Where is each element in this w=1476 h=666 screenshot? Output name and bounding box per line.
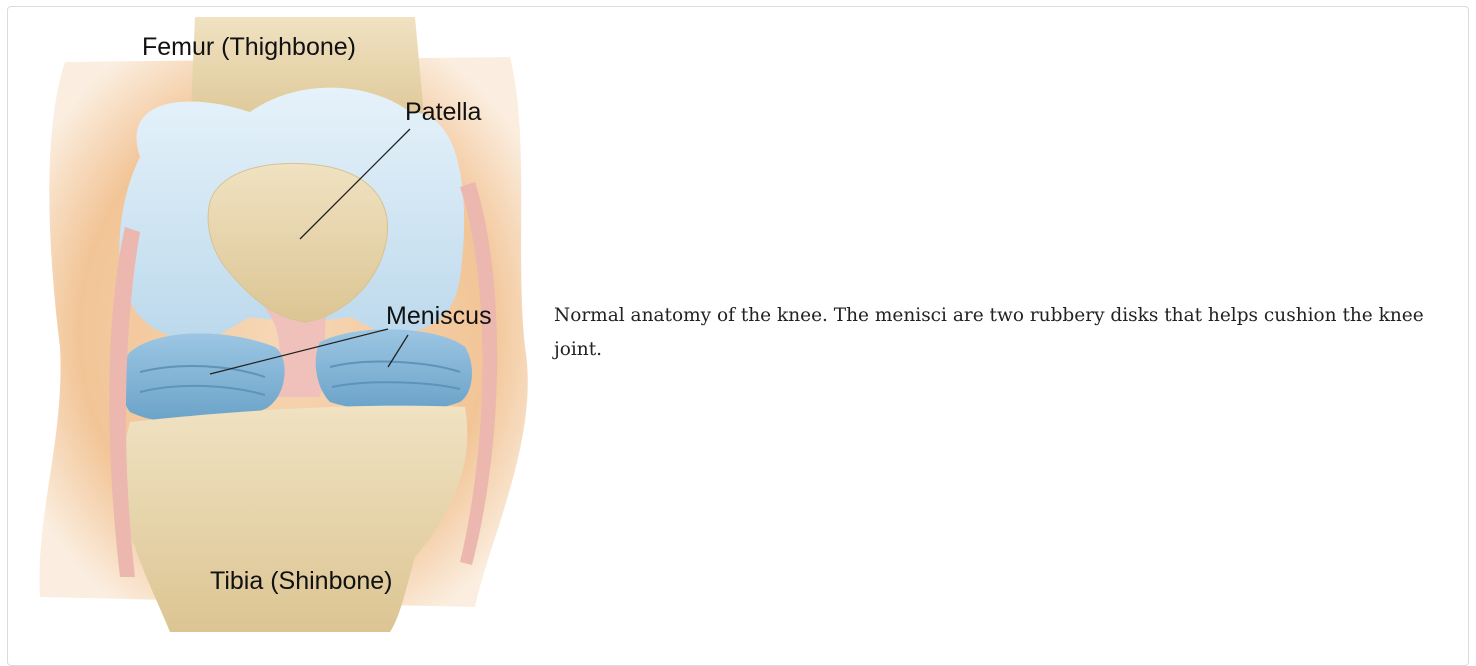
label-meniscus: Meniscus xyxy=(386,302,492,330)
content-card: Femur (Thighbone) Patella Meniscus Tibia… xyxy=(7,6,1469,666)
meniscus-left-shape xyxy=(121,333,285,423)
label-patella: Patella xyxy=(405,98,482,126)
label-femur: Femur (Thighbone) xyxy=(142,33,356,61)
knee-anatomy-illustration: Femur (Thighbone) Patella Meniscus Tibia… xyxy=(20,17,540,632)
figure-caption: Normal anatomy of the knee. The menisci … xyxy=(554,299,1434,367)
knee-diagram-svg: Femur (Thighbone) Patella Meniscus Tibia… xyxy=(20,17,540,632)
label-tibia: Tibia (Shinbone) xyxy=(210,567,393,595)
